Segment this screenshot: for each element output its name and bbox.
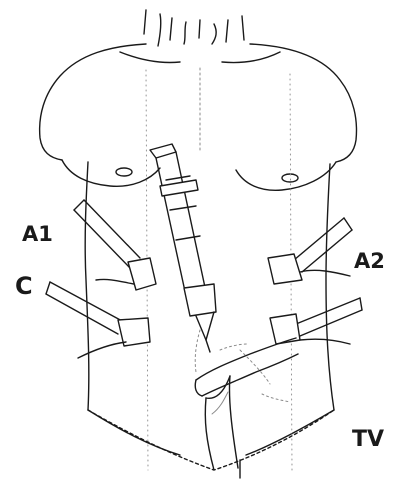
label-a2: A2 [354, 249, 385, 273]
bowel-segment [195, 330, 298, 470]
central-scope [150, 144, 216, 352]
label-c: C [15, 272, 33, 300]
label-tv: TV [352, 427, 384, 452]
trocar-right-lower [270, 298, 362, 344]
label-a1: A1 [22, 222, 53, 246]
trocar-c [46, 282, 150, 358]
neck-lines [144, 10, 244, 46]
trocar-a2 [268, 218, 352, 284]
